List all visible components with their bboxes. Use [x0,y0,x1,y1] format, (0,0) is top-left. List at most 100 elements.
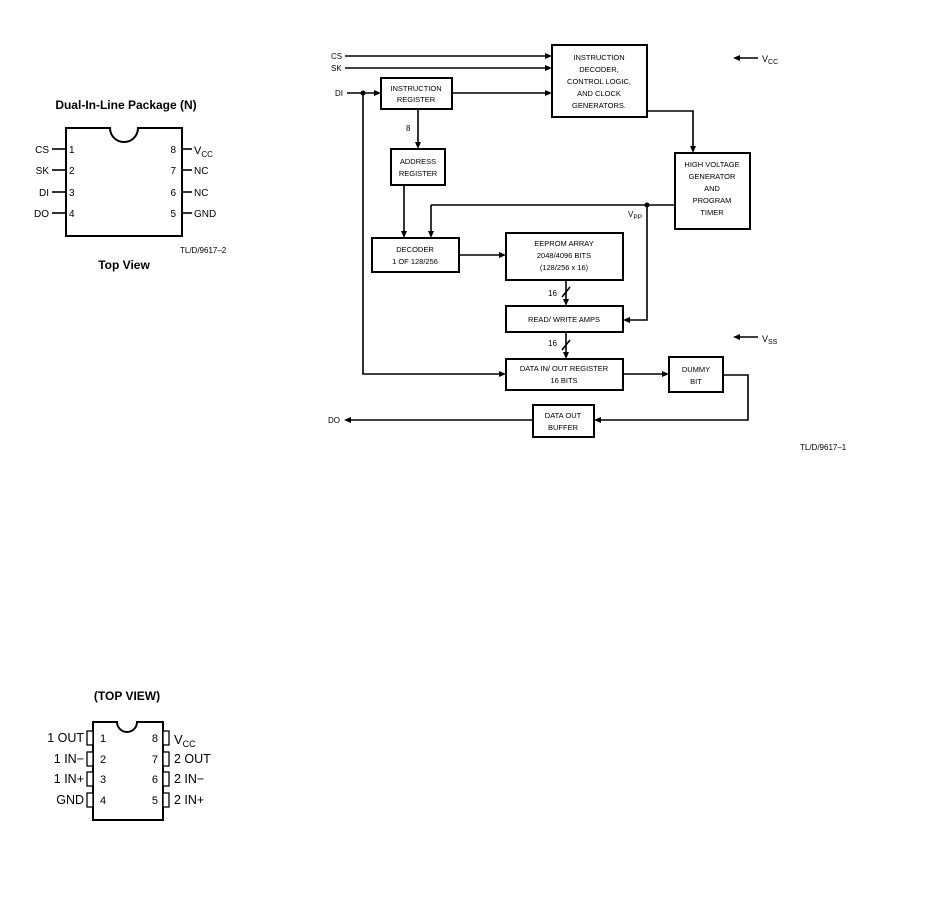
opamp-body [92,721,164,821]
svg-text:16 BITS: 16 BITS [550,376,577,385]
svg-text:BIT: BIT [690,377,702,386]
svg-text:SK: SK [36,166,50,177]
opamp-pin-5: 5 2 IN+ [152,792,204,808]
svg-text:REGISTER: REGISTER [397,95,436,104]
svg-text:3: 3 [100,774,106,786]
opamp-pin-3: 1 IN+ 3 [54,771,106,787]
svg-text:1: 1 [100,733,106,745]
dip-pin-1: CS 1 [35,145,75,156]
control-logic-block [551,44,648,118]
block-diagram-ref: TL/D/9617–1 [800,443,847,452]
input-sk-label: SK [331,64,342,73]
svg-text:GND: GND [194,209,216,220]
vcc-label: VCC [762,54,778,66]
dip-ref: TL/D/9617–2 [180,246,227,255]
svg-text:GENERATORS.: GENERATORS. [572,101,626,110]
opamp-title: (TOP VIEW) [94,689,160,703]
block-diagram: CS SK DI INSTRUCTION REGISTER INSTRUCTIO… [328,44,847,452]
svg-text:NC: NC [194,188,208,199]
dip-package: Dual-In-Line Package (N) CS 1 SK 2 DI 3 … [34,98,227,272]
svg-text:5: 5 [170,209,176,220]
dip-pin-7: 7 NC [170,166,208,177]
svg-text:CS: CS [35,145,49,156]
svg-text:DATA IN/ OUT REGISTER: DATA IN/ OUT REGISTER [520,364,609,373]
opamp-pin-4: GND 4 [56,792,106,808]
control-to-hv-line [647,110,694,147]
svg-text:VCC: VCC [174,732,196,749]
svg-text:CONTROL LOGIC,: CONTROL LOGIC, [567,77,631,86]
svg-text:HIGH VOLTAGE: HIGH VOLTAGE [684,160,739,169]
svg-text:1 IN−: 1 IN− [54,752,84,766]
svg-text:7: 7 [152,754,158,766]
svg-text:(128/256 x 16): (128/256 x 16) [540,263,589,272]
amps-bus-label: 16 [548,339,557,348]
svg-text:8: 8 [152,733,158,745]
svg-text:1 IN+: 1 IN+ [54,772,84,786]
opamp-pin-8: 8 VCC [152,730,196,749]
dip-title: Dual-In-Line Package (N) [55,98,196,112]
output-do-label: DO [328,416,340,425]
opamp-pin-1: 1 OUT 1 [47,730,106,746]
svg-text:2 IN+: 2 IN+ [174,793,204,807]
svg-text:DI: DI [39,188,49,199]
svg-text:INSTRUCTION: INSTRUCTION [573,53,624,62]
opamp-pin-7: 7 2 OUT [152,751,211,767]
svg-text:GND: GND [56,793,84,807]
svg-text:1 OUT: 1 OUT [47,731,84,745]
input-cs-label: CS [331,52,342,61]
svg-text:2048/4096 BITS: 2048/4096 BITS [537,251,591,260]
addr-bus-label: 8 [406,124,411,133]
svg-text:DO: DO [34,209,49,220]
svg-text:PROGRAM: PROGRAM [693,196,732,205]
svg-text:DECODER: DECODER [396,245,434,254]
decoder-block [371,237,460,273]
svg-text:DUMMY: DUMMY [682,365,710,374]
dip-pin-8: 8 VCC [170,145,213,159]
svg-text:6: 6 [170,188,176,199]
svg-text:3: 3 [69,188,75,199]
svg-text:VCC: VCC [194,145,213,159]
dip-pin-3: DI 3 [39,188,75,199]
svg-text:5: 5 [152,795,158,807]
svg-text:1: 1 [69,145,75,156]
svg-text:8: 8 [170,145,176,156]
eeprom-array-block [505,232,624,281]
svg-text:1 OF 128/256: 1 OF 128/256 [392,257,438,266]
di-to-data-register-line [362,93,500,375]
opamp-pin-6: 6 2 IN− [152,771,204,787]
dummy-to-buffer-line [600,374,749,421]
svg-text:DECODER,: DECODER, [579,65,619,74]
svg-text:2: 2 [69,166,75,177]
data-out-buffer-block [532,404,595,438]
read-write-amps-block [505,305,624,333]
svg-text:INSTRUCTION: INSTRUCTION [390,84,441,93]
data-in-out-register-block [505,358,624,391]
vss-label: VSS [762,334,778,346]
svg-text:4: 4 [69,209,75,220]
dip-body [65,127,183,237]
array-bus-label: 16 [548,289,557,298]
svg-text:AND: AND [704,184,720,193]
svg-text:BUFFER: BUFFER [548,423,579,432]
svg-text:GENERATOR: GENERATOR [689,172,736,181]
dual-opamp-package: (TOP VIEW) 1 OUT 1 1 IN− 2 1 IN+ 3 GND 4… [47,689,211,821]
svg-text:ADDRESS: ADDRESS [400,157,436,166]
high-voltage-generator-block [674,152,751,230]
dummy-bit-block [668,356,724,393]
dip-caption: Top View [98,258,150,272]
svg-text:READ/ WRITE AMPS: READ/ WRITE AMPS [528,315,600,324]
svg-text:6: 6 [152,774,158,786]
svg-text:AND CLOCK: AND CLOCK [577,89,621,98]
dip-pin-4: DO 4 [34,209,75,220]
vpp-label: VPP [628,210,642,221]
svg-text:DATA OUT: DATA OUT [545,411,582,420]
svg-text:2: 2 [100,754,106,766]
vpp-to-amps-line [629,205,648,321]
svg-text:4: 4 [100,795,106,807]
opamp-pin-2: 1 IN− 2 [54,751,106,767]
dip-pin-5: 5 GND [170,209,216,220]
instruction-register-block [380,77,453,110]
svg-text:TIMER: TIMER [700,208,724,217]
svg-text:NC: NC [194,166,208,177]
